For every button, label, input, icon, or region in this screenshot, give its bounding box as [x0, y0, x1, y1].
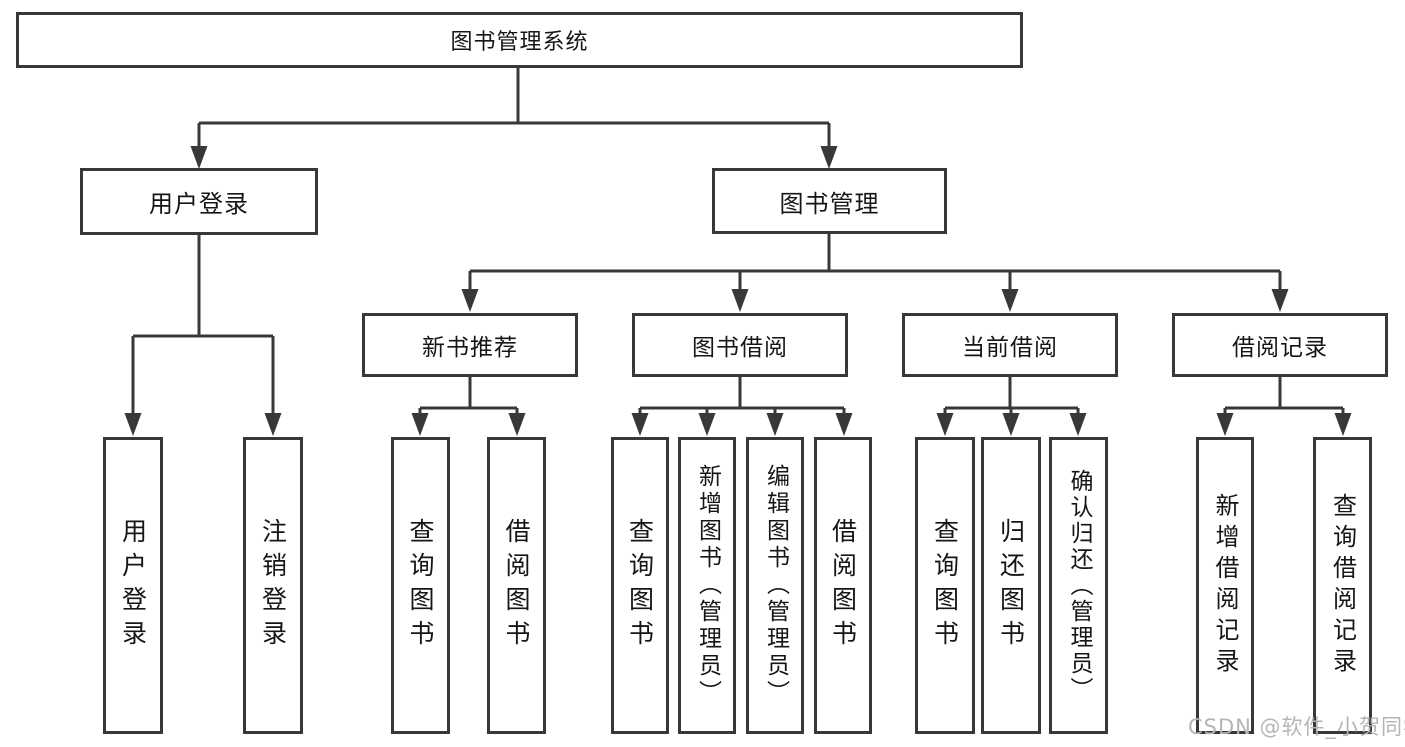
node-leaf-query-books-current: 查询图书	[915, 437, 975, 734]
node-leaf-query-borrow-record: 查询借阅记录	[1313, 437, 1372, 734]
node-label: 新增图书（管理员）	[694, 464, 721, 707]
node-leaf-edit-books-admin: 编辑图书（管理员）	[746, 437, 804, 734]
node-leaf-add-borrow-record: 新增借阅记录	[1196, 437, 1254, 734]
node-label: 查询图书	[406, 517, 435, 654]
node-label: 用户登录	[149, 190, 249, 218]
node-label: 确认归还（管理员）	[1066, 468, 1092, 703]
node-label: 图书借阅	[692, 335, 788, 361]
node-label: 归还图书	[996, 517, 1026, 654]
node-borrowing-records: 借阅记录	[1172, 313, 1388, 377]
node-leaf-add-books-admin: 新增图书（管理员）	[678, 437, 736, 734]
node-current-borrowing: 当前借阅	[902, 313, 1118, 377]
node-library-management-system: 图书管理系统	[16, 12, 1023, 68]
node-label: 用户登录	[118, 517, 148, 654]
node-label: 当前借阅	[962, 335, 1058, 361]
node-label: 新书推荐	[422, 335, 518, 361]
node-leaf-borrow-books-borrowing: 借阅图书	[814, 437, 872, 734]
arrowhead-icons	[124, 146, 1352, 436]
node-label: 查询图书	[930, 517, 960, 654]
node-leaf-query-books-recommend: 查询图书	[391, 437, 450, 734]
node-book-management: 图书管理	[712, 168, 947, 234]
node-label: 查询图书	[625, 517, 655, 654]
node-label: 图书管理	[779, 189, 880, 218]
csdn-watermark: CSDN @软件_小贺同学	[1188, 715, 1405, 739]
node-label: 注销登录	[258, 517, 288, 654]
node-label: 新增借阅记录	[1211, 492, 1239, 679]
node-leaf-logout: 注销登录	[243, 437, 303, 734]
node-label: 借阅图书	[502, 517, 531, 654]
node-leaf-borrow-books-recommend: 借阅图书	[487, 437, 546, 734]
node-leaf-confirm-return-admin: 确认归还（管理员）	[1049, 437, 1108, 734]
node-new-book-recommend: 新书推荐	[362, 313, 578, 377]
node-leaf-user-login: 用户登录	[103, 437, 163, 734]
node-leaf-query-books-borrowing: 查询图书	[611, 437, 669, 734]
node-label: 查询借阅记录	[1328, 492, 1357, 679]
node-leaf-return-books: 归还图书	[981, 437, 1041, 734]
node-user-login: 用户登录	[80, 168, 318, 235]
node-book-borrowing: 图书借阅	[632, 313, 848, 377]
node-label: 借阅图书	[828, 517, 858, 654]
node-label: 编辑图书（管理员）	[762, 464, 789, 707]
node-label: 图书管理系统	[450, 30, 589, 55]
node-label: 借阅记录	[1232, 335, 1328, 361]
